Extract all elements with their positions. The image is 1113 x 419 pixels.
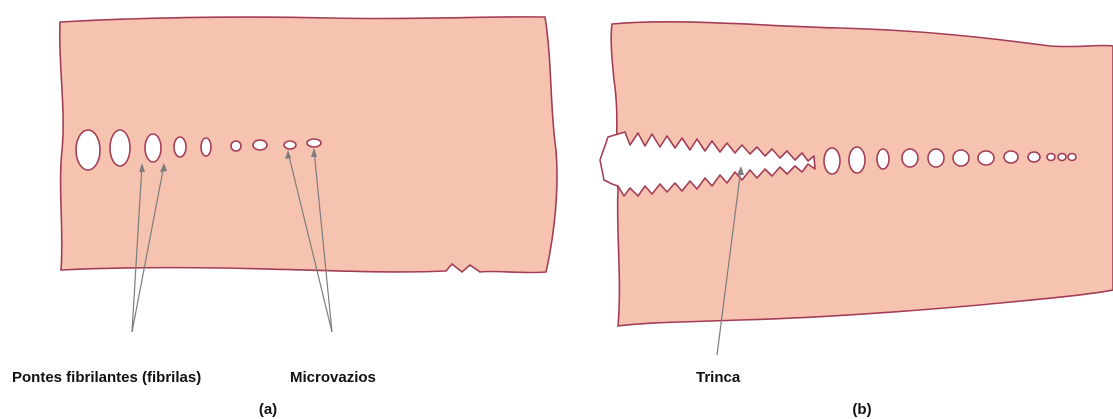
void <box>1068 154 1076 161</box>
void <box>978 151 994 165</box>
microvoid <box>307 139 321 147</box>
microvoid <box>201 138 211 156</box>
void <box>1047 154 1055 161</box>
void <box>1004 151 1018 163</box>
microvoid <box>76 130 100 170</box>
fibrils-label: Pontes fibrilantes (fibrilas) <box>12 369 201 386</box>
microvoid <box>174 137 186 157</box>
void <box>824 148 840 174</box>
microvoid <box>145 134 161 162</box>
panel-a: Pontes fibrilantes (fibrilas) Microvazio… <box>12 17 557 418</box>
microvoid <box>284 141 296 149</box>
void <box>953 150 969 166</box>
void <box>928 149 944 167</box>
microvoid <box>231 141 241 151</box>
void <box>902 149 918 167</box>
microvoids-label: Microvazios <box>290 369 376 386</box>
microvoid <box>253 140 267 150</box>
crack-label: Trinca <box>696 369 741 386</box>
void <box>849 147 865 173</box>
void <box>877 149 889 169</box>
panel-a-caption: (a) <box>259 401 277 418</box>
void <box>1028 152 1040 162</box>
panel-b-caption: (b) <box>852 401 871 418</box>
panel-b: Trinca (b) <box>600 22 1113 418</box>
microvoid <box>110 130 130 166</box>
void <box>1058 154 1066 161</box>
